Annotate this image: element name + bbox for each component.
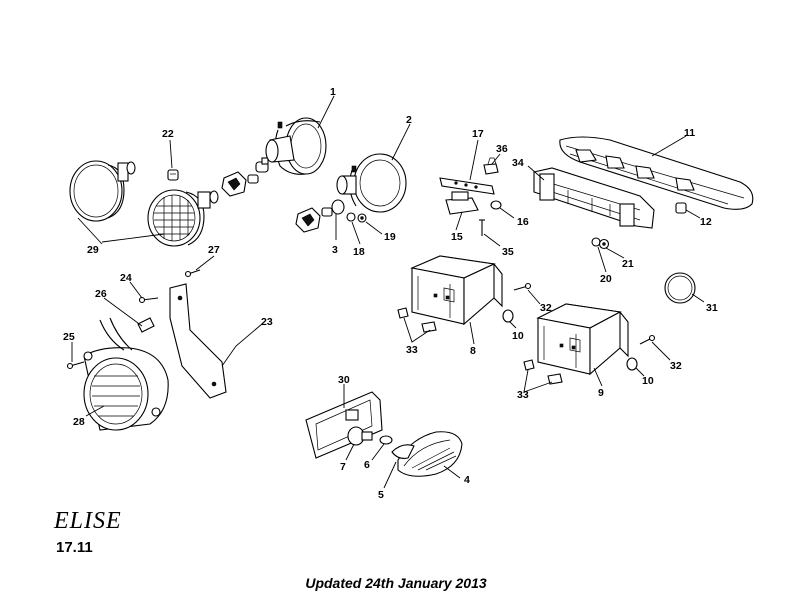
part-number-34: 34 — [512, 157, 524, 169]
part-number-35: 35 — [502, 246, 514, 258]
part-29-round-lamp-rear — [69, 160, 136, 222]
part-number-33-lower: 33 — [517, 389, 529, 401]
part-36-clip — [483, 157, 499, 175]
part-15-lamp-housing — [445, 191, 479, 215]
part-29-round-lamp-front — [147, 189, 219, 247]
part-20-nut — [591, 237, 601, 247]
part-number-10-lower: 10 — [642, 375, 654, 387]
part-number-21: 21 — [622, 258, 634, 270]
part-number-29: 29 — [87, 244, 99, 256]
part-12-clip — [675, 202, 687, 214]
part-19-washer — [357, 213, 367, 223]
part-number-22: 22 — [162, 128, 174, 140]
part-number-18: 18 — [353, 246, 365, 258]
part-number-1: 1 — [330, 86, 336, 98]
part-8-rectangular-lamp — [410, 255, 503, 326]
elise-logo: ELISE — [54, 508, 122, 534]
part-number-3: 3 — [332, 244, 338, 256]
bulb-holder-upper — [221, 157, 269, 197]
part-34-mounting-frame — [533, 167, 655, 229]
part-30-number-plate-lamp — [305, 391, 383, 459]
part-number-33-upper: 33 — [406, 344, 418, 356]
part-5-seal — [391, 444, 415, 459]
part-17-bracket — [439, 177, 495, 195]
part-number-20: 20 — [600, 273, 612, 285]
part-number-25: 25 — [63, 331, 75, 343]
part-numbers: 1 2 3 4 5 6 7 8 9 10 10 11 12 15 16 17 1… — [63, 86, 718, 501]
updated-note: Updated 24th January 2013 — [305, 575, 487, 591]
part-32-screw-lower — [639, 334, 656, 345]
part-number-16: 16 — [517, 216, 529, 228]
part-31-round-reflector — [664, 272, 696, 304]
part-32-screw-upper — [513, 282, 532, 291]
part-16-bulb — [490, 200, 502, 210]
part-21-washer — [598, 238, 610, 250]
part-number-5: 5 — [378, 489, 384, 501]
part-number-31: 31 — [706, 302, 718, 314]
part-7-bulb-holder — [347, 426, 373, 446]
part-number-8: 8 — [470, 345, 476, 357]
part-number-23: 23 — [261, 316, 273, 328]
part-number-11: 11 — [684, 127, 695, 139]
part-23-bracket — [169, 283, 227, 399]
part-1-headlamp-bowl — [265, 117, 327, 175]
part-number-15: 15 — [451, 231, 463, 243]
part-number-6: 6 — [364, 459, 370, 471]
part-number-36: 36 — [496, 143, 508, 155]
part-2-indicator-bowl — [336, 153, 407, 213]
part-number-7: 7 — [340, 461, 346, 473]
part-28-round-fog-lamp — [83, 317, 169, 431]
part-number-9: 9 — [598, 387, 604, 399]
part-number-32-lower: 32 — [670, 360, 682, 372]
part-18-nut — [346, 212, 356, 222]
part-number-10-upper: 10 — [512, 330, 524, 342]
part-number-32-upper: 32 — [540, 302, 552, 314]
part-4-side-repeater — [397, 431, 463, 477]
part-33-clip-upper — [397, 307, 437, 333]
part-24-bolt — [138, 296, 159, 304]
part-number-26: 26 — [95, 288, 107, 300]
part-number-27: 27 — [208, 244, 220, 256]
part-number-30: 30 — [338, 374, 350, 386]
part-33-clip-lower — [523, 359, 563, 385]
part-number-17: 17 — [472, 128, 484, 140]
part-26-nut — [137, 317, 155, 333]
part-10-bulb-lower — [626, 357, 638, 371]
part-3-bulb-holder — [295, 199, 345, 233]
section-number: 17.11 — [56, 539, 93, 556]
leader-lines — [71, 95, 705, 489]
part-10-bulb-upper — [502, 309, 514, 323]
part-number-19: 19 — [384, 231, 396, 243]
part-number-12: 12 — [700, 216, 712, 228]
part-25-bolt — [66, 361, 85, 370]
part-number-2: 2 — [406, 114, 412, 126]
part-35-screw — [479, 219, 485, 236]
part-number-4: 4 — [464, 474, 470, 486]
part-22-bulb — [167, 169, 179, 181]
part-11-rear-lamp-cluster — [559, 136, 754, 210]
part-number-24: 24 — [120, 272, 132, 284]
part-number-28: 28 — [73, 416, 85, 428]
part-27-bolt — [184, 269, 201, 278]
part-6-bulb — [379, 435, 393, 445]
part-9-rectangular-lamp — [536, 303, 629, 376]
